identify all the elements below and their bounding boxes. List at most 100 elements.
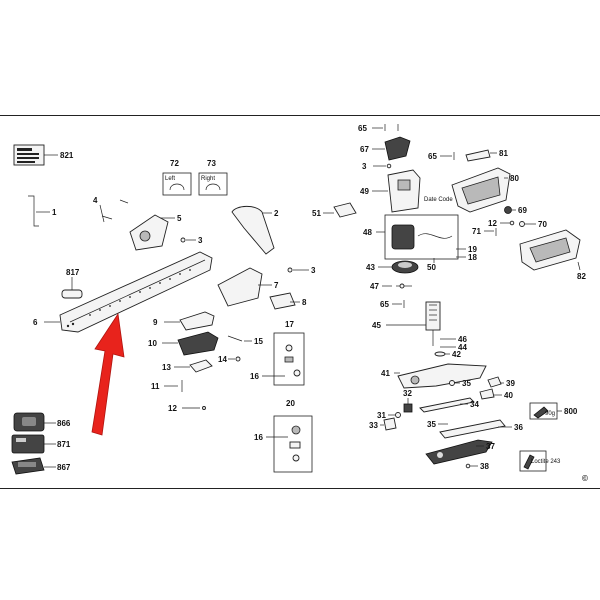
part-51-plate xyxy=(323,202,357,218)
detail-72-left xyxy=(162,172,192,196)
frame-line-top xyxy=(0,115,600,116)
label-70: 70 xyxy=(538,220,547,229)
part-34-blade xyxy=(419,397,475,413)
text-left: Left xyxy=(165,176,175,182)
label-11: 11 xyxy=(151,382,160,391)
label-35a: 35 xyxy=(462,379,471,388)
part-35-a xyxy=(449,380,460,386)
copyright-mark: © xyxy=(582,474,588,483)
label-20: 20 xyxy=(286,399,295,408)
part-80-housing xyxy=(451,167,511,213)
part-15-pin xyxy=(227,335,252,342)
label-43: 43 xyxy=(366,263,375,272)
pointer-arrow xyxy=(91,312,125,436)
label-3a: 3 xyxy=(198,236,203,245)
part-37-blade xyxy=(425,439,493,465)
part-70 xyxy=(519,221,536,227)
part-67-cap xyxy=(372,136,411,161)
text-loctite: Loctite 243 xyxy=(531,459,561,465)
label-14: 14 xyxy=(218,355,227,364)
part-82-cover xyxy=(519,229,581,271)
part-867-battery-pack xyxy=(11,457,56,475)
label-65b: 65 xyxy=(380,300,389,309)
part-5-housing xyxy=(129,214,175,251)
label-9: 9 xyxy=(153,318,158,327)
label-36: 36 xyxy=(514,423,523,432)
part-7-cover xyxy=(217,267,272,307)
part-12-b xyxy=(500,220,515,226)
part-81-strip xyxy=(465,149,497,162)
part-32 xyxy=(403,398,413,413)
label-73: 73 xyxy=(207,159,216,168)
label-32: 32 xyxy=(403,389,412,398)
part-871-charger xyxy=(11,434,56,454)
label-69: 69 xyxy=(518,206,527,215)
part-821-label-card xyxy=(13,144,58,166)
detail-73-right xyxy=(198,172,228,196)
part-13-plate xyxy=(174,359,213,373)
label-41: 41 xyxy=(381,369,390,378)
part-65-screw-c xyxy=(440,152,455,160)
part-6-blade xyxy=(44,251,213,333)
label-12b: 12 xyxy=(488,219,497,228)
label-12a: 12 xyxy=(168,404,177,413)
label-19: 19 xyxy=(468,245,477,254)
part-39 xyxy=(487,376,504,388)
label-867: 867 xyxy=(57,463,71,472)
label-39: 39 xyxy=(506,379,515,388)
label-48: 48 xyxy=(363,228,372,237)
label-13: 13 xyxy=(162,363,171,372)
label-16a: 16 xyxy=(250,372,259,381)
loctite-box xyxy=(519,450,547,472)
text-right: Right xyxy=(201,176,215,182)
label-46: 46 xyxy=(458,335,467,344)
part-3-screw-c xyxy=(373,163,392,169)
label-4: 4 xyxy=(93,196,98,205)
label-821: 821 xyxy=(60,151,74,160)
part-10-clamp xyxy=(162,331,219,356)
label-38: 38 xyxy=(480,462,489,471)
label-44: 44 xyxy=(458,343,467,352)
label-65a: 65 xyxy=(358,124,367,133)
label-47: 47 xyxy=(370,282,379,291)
part-71 xyxy=(484,228,497,236)
label-82: 82 xyxy=(577,272,586,281)
part-47 xyxy=(382,283,412,289)
label-15: 15 xyxy=(254,337,263,346)
part-3-screw-a xyxy=(180,237,196,243)
part-1-hex-key xyxy=(28,195,50,227)
detail-48-motor xyxy=(376,214,459,260)
label-5: 5 xyxy=(177,214,182,223)
label-33: 33 xyxy=(369,421,378,430)
label-40: 40 xyxy=(504,391,513,400)
part-31 xyxy=(388,412,401,418)
label-817: 817 xyxy=(66,268,80,277)
label-8: 8 xyxy=(302,298,307,307)
label-3c: 3 xyxy=(362,162,367,171)
label-72: 72 xyxy=(170,159,179,168)
part-49-housing xyxy=(372,169,421,213)
part-4-screws xyxy=(99,199,129,223)
label-65c: 65 xyxy=(428,152,437,161)
label-16b: 16 xyxy=(254,433,263,442)
part-41-gear-case xyxy=(394,363,487,389)
label-71: 71 xyxy=(472,227,481,236)
part-800-grease xyxy=(529,402,562,420)
text-date-code: Date Code xyxy=(424,197,453,203)
label-7: 7 xyxy=(274,281,279,290)
detail-17 xyxy=(273,332,305,386)
part-11-screw xyxy=(164,380,183,392)
label-45: 45 xyxy=(372,321,381,330)
part-817 xyxy=(61,277,83,299)
label-800: 800 xyxy=(564,407,578,416)
part-42 xyxy=(434,351,450,357)
part-9-bracket xyxy=(164,311,215,331)
part-65-screws-top xyxy=(372,124,399,131)
label-866: 866 xyxy=(57,419,71,428)
part-45-spindle xyxy=(386,301,441,346)
label-3b: 3 xyxy=(311,266,316,275)
detail-20 xyxy=(273,415,313,473)
part-3-screw-b xyxy=(287,267,309,273)
